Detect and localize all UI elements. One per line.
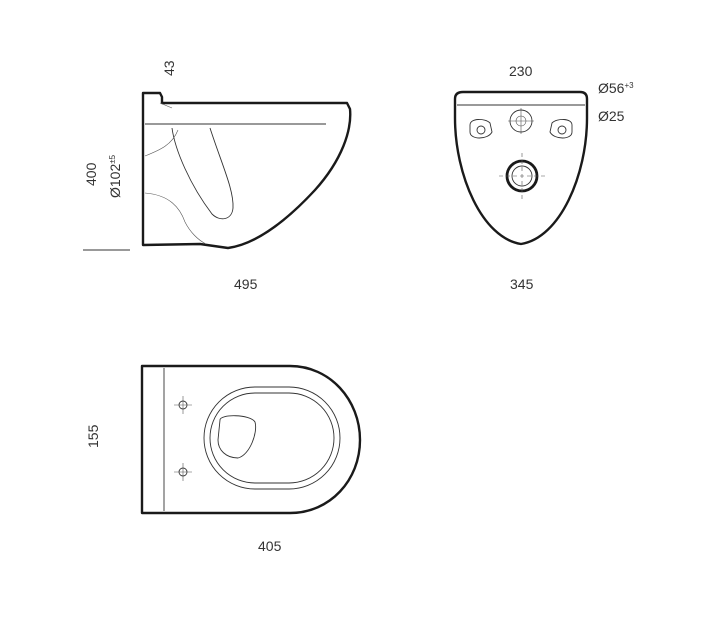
side-view-outlet xyxy=(144,192,207,245)
side-view-top-dim: 43 xyxy=(161,60,177,76)
pipe-dim-symbol: Ø xyxy=(107,187,123,198)
rear-view-hole-large-dim: Ø56+3 xyxy=(598,80,634,96)
top-view-bottom-dim: 405 xyxy=(258,538,282,554)
rear-view-outlet-inner xyxy=(511,165,533,187)
side-view-outline xyxy=(141,91,352,250)
rear-view-right-hole xyxy=(557,125,567,135)
top-view-fixing-hole-top xyxy=(174,396,192,414)
hole-large-symbol: Ø xyxy=(598,80,609,96)
side-view-inner-wall xyxy=(144,129,179,157)
hole-large-tolerance: +3 xyxy=(624,81,634,90)
side-view-length-dim: 495 xyxy=(234,276,258,292)
rear-view-width-dim: 345 xyxy=(510,276,534,292)
rear-view-hole-small-dim: Ø25 xyxy=(598,108,625,124)
top-view-recess xyxy=(217,415,257,459)
side-view-trap xyxy=(171,127,234,220)
top-view-outline xyxy=(140,364,362,515)
side-view: 43 400 Ø102±5 495 xyxy=(83,60,352,292)
side-view-detail xyxy=(159,102,173,109)
top-view: 155 405 xyxy=(85,364,362,554)
svg-text:Ø102±5: Ø102±5 xyxy=(107,154,123,198)
top-view-bowl xyxy=(203,386,341,490)
rear-view-left-hole xyxy=(476,125,486,135)
top-view-bowl-inner xyxy=(209,392,335,484)
rear-view-outline xyxy=(453,90,589,246)
rear-view-top-dim: 230 xyxy=(509,63,533,79)
pipe-dim-tolerance: ±5 xyxy=(108,154,117,163)
pipe-dim-value: 102 xyxy=(107,164,123,188)
hole-large-value: 56 xyxy=(609,80,625,96)
top-view-fixing-hole-bottom xyxy=(174,463,192,481)
side-view-height-dim: 400 xyxy=(83,162,99,186)
rear-view: 230 Ø56+3 Ø25 345 xyxy=(453,63,634,292)
rear-view-left-slot xyxy=(469,119,493,139)
svg-text:Ø56+3: Ø56+3 xyxy=(598,80,634,96)
top-view-left-dim: 155 xyxy=(85,424,101,448)
rear-view-right-slot xyxy=(549,119,573,139)
side-view-pipe-dim: Ø102±5 xyxy=(107,154,123,198)
